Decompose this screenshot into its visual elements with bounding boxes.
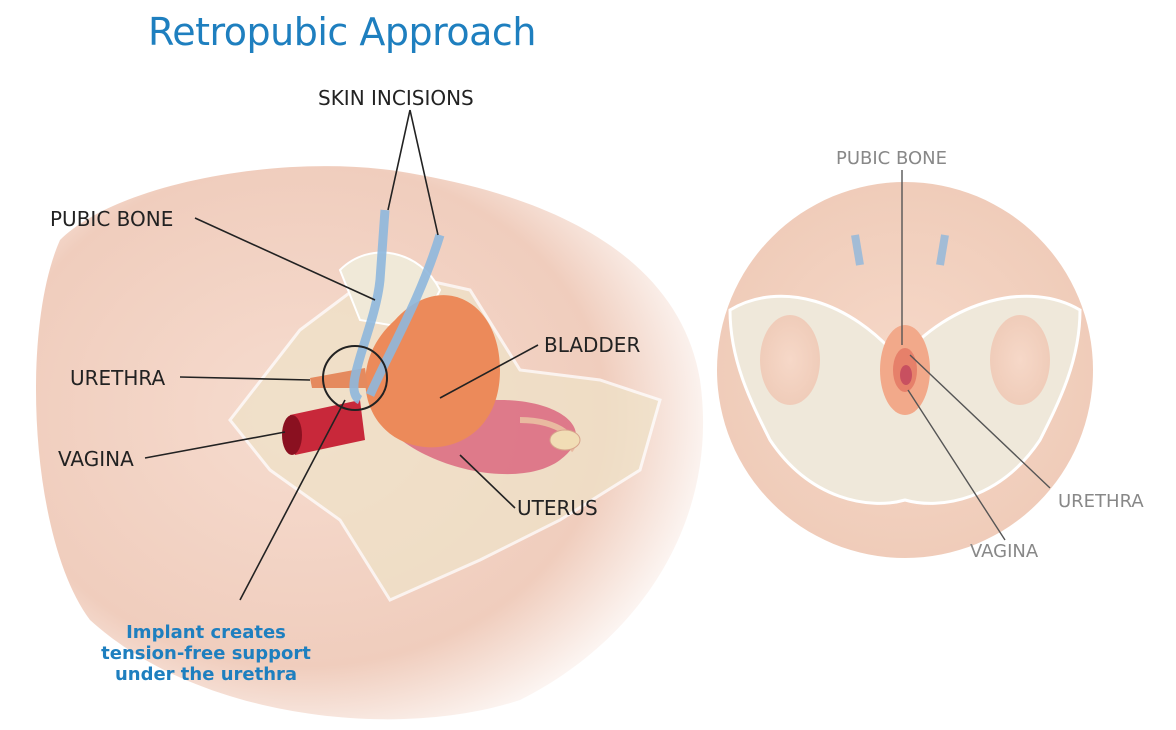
implant-note: Implant creates tension-free support und… (96, 622, 316, 685)
vagina-tube (282, 400, 365, 455)
support-circle (322, 345, 388, 411)
front-label-pubic-bone: PUBIC BONE (836, 148, 948, 169)
note-line: Implant creates (126, 622, 286, 643)
label-skin-incisions: SKIN INCISIONS (318, 86, 474, 110)
front-view (717, 170, 1093, 558)
diagram-title: Retropubic Approach (148, 10, 536, 54)
sling-implant (349, 209, 445, 405)
front-label-vagina: VAGINA (970, 541, 1039, 562)
label-vagina: VAGINA (58, 447, 134, 471)
label-pubic-bone: PUBIC BONE (50, 207, 174, 231)
note-line: tension-free support (101, 643, 311, 664)
label-urethra: URETHRA (70, 366, 166, 390)
label-bladder: BLADDER (544, 333, 641, 357)
label-uterus: UTERUS (517, 496, 598, 520)
leader-lines (144, 109, 539, 601)
front-label-urethra: URETHRA (1058, 491, 1144, 512)
note-line: under the urethra (114, 664, 298, 685)
